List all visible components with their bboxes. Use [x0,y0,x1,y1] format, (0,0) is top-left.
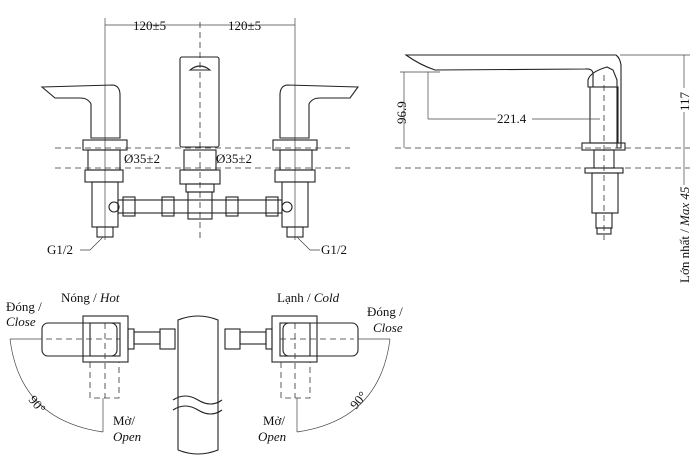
dimension-total-height: 117 [677,91,692,111]
thread-left: G1/2 [47,242,73,257]
label-open-left-vi: Mở/ [113,413,135,428]
spout [179,56,220,148]
hot-handle [40,84,121,139]
rotation-arc-hot [9,338,104,433]
dimension-spout-reach: 221.4 [497,111,527,126]
spout-top [177,315,219,455]
side-view: 96.9 221.4 117 Lớn nhất / Max 45 [394,54,694,283]
max-deck-thickness: Lớn nhất / Max 45 [677,186,692,283]
front-view: 120±5 120±5 Ø35±2 Ø35±2 [40,18,360,257]
label-open-left-en: Open [113,429,141,444]
angle-right: 90° [347,388,370,412]
label-cold: Lạnh / Cold [277,290,340,305]
dimension-spout-height: 96.9 [394,101,409,124]
cold-handle [279,84,360,139]
label-hot: Nóng / Hot [61,290,120,305]
hole-diameter-center: Ø35±2 [216,151,252,166]
angle-left: 90° [26,392,49,416]
label-open-right-vi: Mở/ [263,413,285,428]
dimension-spacing-left: 120±5 [133,18,166,33]
label-close-right-vi: Đóng / [367,304,403,319]
thread-right: G1/2 [321,242,347,257]
label-close-left-en: Close [6,314,36,329]
cold-handle-top [282,322,359,357]
label-close-left-vi: Đóng / [6,299,42,314]
label-open-right-en: Open [258,429,286,444]
dimension-spacing-right: 120±5 [228,18,261,33]
rotation-arc-cold [296,338,391,433]
hole-diameter-left: Ø35±2 [124,151,160,166]
hot-handle-top [41,322,118,357]
label-close-right-en: Close [373,320,403,335]
spout-side [404,54,622,149]
top-view: Nóng / Hot Lạnh / Cold Đóng / Close Đóng… [6,290,403,455]
